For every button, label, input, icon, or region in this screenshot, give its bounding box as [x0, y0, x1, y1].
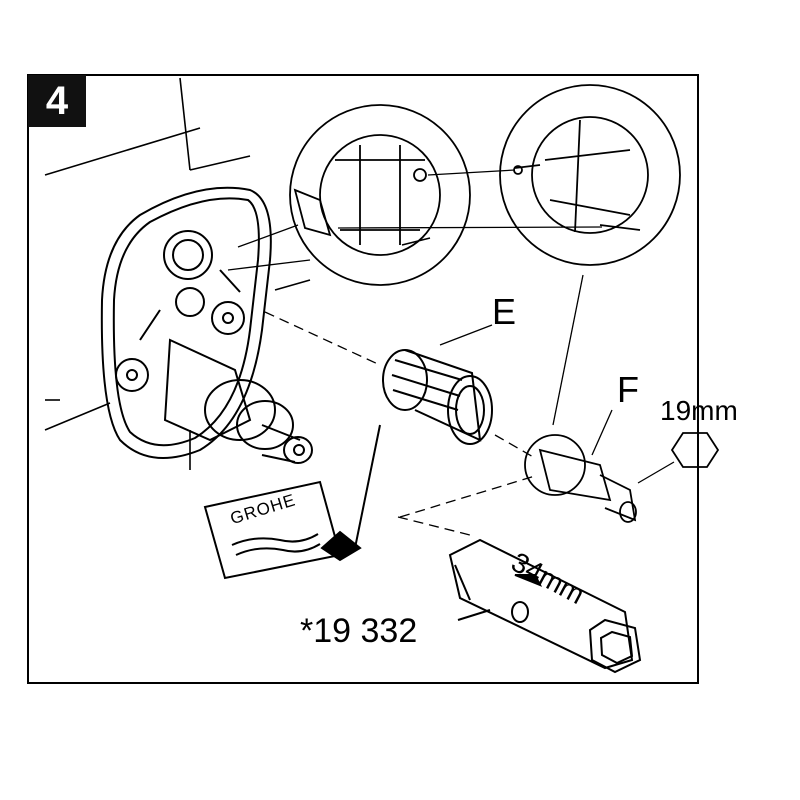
cartridge-e — [354, 349, 493, 549]
detail-circle-left — [289, 104, 471, 286]
detail-circle-right — [499, 84, 681, 266]
label-part-number: *19 332 — [300, 612, 418, 650]
label-cartridge-e: E — [492, 291, 517, 332]
wrench-34mm — [448, 538, 642, 674]
label-hex-19mm: 19mm — [660, 395, 738, 426]
mixer-body — [100, 186, 313, 464]
label-cartridge-f: F — [617, 369, 639, 410]
assembly-axis — [264, 311, 536, 536]
grohe-grease-card — [203, 480, 362, 580]
cartridge-f — [524, 434, 637, 523]
hex-nut-19mm — [670, 432, 720, 468]
diagram-frame — [27, 74, 699, 684]
step-number-badge: 4 — [28, 75, 86, 127]
wall-tiles — [44, 77, 431, 470]
connector-lines — [227, 169, 675, 484]
